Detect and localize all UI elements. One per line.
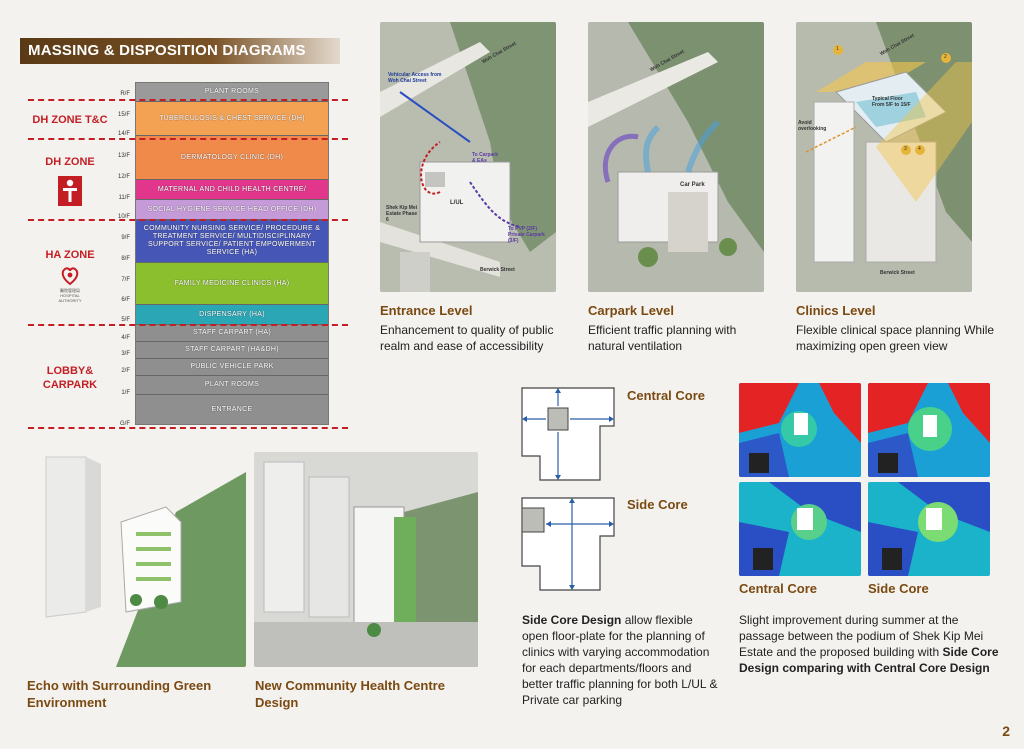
carpark-level-image: Woh Chai Street Car Park [588, 22, 764, 292]
clinics-level-title: Clinics Level [796, 303, 876, 318]
zone-label-dh-tc: DH ZONE T&C [32, 114, 108, 126]
band-community-nursing: COMMUNITY NURSING SERVICE/ PROCEDURE & T… [136, 220, 328, 263]
floor-label: 4/F [121, 335, 130, 341]
ha-logo-icon [60, 266, 80, 286]
band-public-vehicle-park: PUBLIC VEHICLE PARK [136, 359, 328, 376]
carpark-level-title: Carpark Level [588, 303, 674, 318]
zone-label-ha: HA ZONE [45, 249, 95, 261]
band-entrance: ENTRANCE [136, 395, 328, 424]
side-core-description: Side Core Design allow flexible open flo… [522, 612, 718, 708]
map-label-lul: L/UL [450, 200, 464, 206]
band-staff-carpark-ha: STAFF CARPART (HA) [136, 325, 328, 342]
clinics-level-image: 1 2 3 4 Woh Chai Street Typical Floor Fr… [796, 22, 972, 292]
map-label-typical: Typical Floor From 5/F to 15/F [872, 96, 911, 108]
floor-label: 15/F [117, 112, 130, 118]
clinics-level-desc: Flexible clinical space planning While m… [796, 323, 995, 353]
cfd-desc-plain: Slight improvement during summer at the … [739, 613, 984, 659]
cfd-central-winter [739, 482, 861, 576]
band-tb-chest: TUBERCULOSIS & CHEST SERVICE (DH) [136, 102, 328, 136]
cfd-label-side: Side Core [868, 581, 929, 596]
cfd-desc-bold: Side Core Design comparing with Central … [739, 645, 999, 675]
floor-stack: PLANT ROOMS TUBERCULOSIS & CHEST SERVICE… [135, 82, 329, 425]
map-label-carpark: Car Park [680, 182, 705, 188]
map-label-n2: 2 [944, 54, 947, 60]
health-centre-caption: New Community Health Centre Design [255, 678, 445, 710]
ha-logo-text: 醫院管理局 HOSPITAL AUTHORITY [58, 288, 82, 303]
band-dermatology: DERMATOLOGY CLINIC (DH) [136, 136, 328, 180]
floor-label: 5/F [121, 317, 130, 323]
carpark-level-desc: Efficient traffic planning with natural … [588, 323, 737, 353]
zone-divider [28, 138, 348, 140]
band-plant-rooms-low: PLANT ROOMS [136, 376, 328, 395]
zone-divider [28, 99, 348, 101]
floor-label: 14/F [117, 131, 130, 137]
map-label-avoid: Avoid overlooking [798, 120, 827, 132]
band-plant-rooms-top: PLANT ROOMS [136, 83, 328, 102]
floor-label: R/F [120, 91, 130, 97]
band-family-medicine: FAMILY MEDICINE CLINICS (HA) [136, 263, 328, 305]
zone-divider [28, 219, 348, 221]
floor-label: 6/F [121, 297, 130, 303]
green-environment-caption: Echo with Surrounding Green Environment [27, 678, 212, 710]
floor-label: 8/F [121, 256, 130, 262]
page-number: 2 [1002, 723, 1010, 739]
floor-label: 1/F [121, 390, 130, 396]
band-dispensary: DISPENSARY (HA) [136, 305, 328, 325]
floor-label: 12/F [117, 174, 130, 180]
band-social-hygiene: SOCIAL HYGIENE SERVICE HEAD OFFICE (DH) [136, 200, 328, 220]
health-centre-render [254, 452, 478, 667]
map-label-n1: 1 [836, 46, 839, 52]
band-staff-carpark-hadh: STAFF CARPART (HA&DH) [136, 342, 328, 359]
side-core-desc-bold: Side Core Design [522, 613, 622, 627]
green-environment-render [26, 452, 246, 667]
floor-label: 10/F [117, 214, 130, 220]
side-core-label: Side Core [627, 497, 688, 512]
dh-logo-icon [58, 176, 82, 206]
band-maternal-child: MATERNAL AND CHILD HEALTH CENTRE/ [136, 180, 328, 200]
cfd-description: Slight improvement during summer at the … [739, 612, 999, 676]
central-core-label: Central Core [627, 388, 706, 403]
floor-label: 3/F [121, 351, 130, 357]
floor-label: 7/F [121, 277, 130, 283]
floor-label: 9/F [121, 235, 130, 241]
side-core-desc-rest: allow flexible open floor-plate for the … [522, 613, 718, 707]
cfd-label-central: Central Core [739, 581, 818, 596]
zone-label-dh: DH ZONE [45, 156, 95, 168]
zone-divider [28, 427, 348, 429]
map-label-berwick: Berwick Street [880, 270, 915, 276]
map-label-vehicular: Vehicular Access from Woh Chai Street [388, 72, 442, 84]
cfd-central-summer [739, 383, 861, 477]
zone-divider [28, 324, 348, 326]
map-label-berwick: Berwick Street [480, 267, 515, 273]
map-label-n3: 3 [904, 146, 907, 152]
central-core-diagram [520, 386, 616, 482]
cfd-side-winter [868, 482, 990, 576]
floor-label: G/F [120, 421, 130, 427]
side-core-diagram [520, 496, 616, 592]
floor-label: 2/F [121, 368, 130, 374]
floor-label: 11/F [118, 195, 130, 201]
section-header: MASSING & DISPOSITION DIAGRAMS [20, 38, 340, 64]
map-label-n4: 4 [918, 146, 921, 152]
zone-label-lobby: LOBBY& CARPARK [42, 365, 98, 391]
entrance-level-desc: Enhancement to quality of public realm a… [380, 323, 554, 353]
floor-label: 13/F [117, 153, 130, 159]
map-label-pvp: To PVP (2/F) Private Carpark (3/F) [508, 226, 545, 244]
entrance-level-title: Entrance Level [380, 303, 473, 318]
map-label-carpark: To Carpark & EAs [472, 152, 499, 164]
entrance-level-image: Vehicular Access from Woh Chai Street Wo… [380, 22, 556, 292]
map-label-estate: Shek Kip Mei Estate Phase 6 [386, 205, 418, 223]
cfd-side-summer [868, 383, 990, 477]
